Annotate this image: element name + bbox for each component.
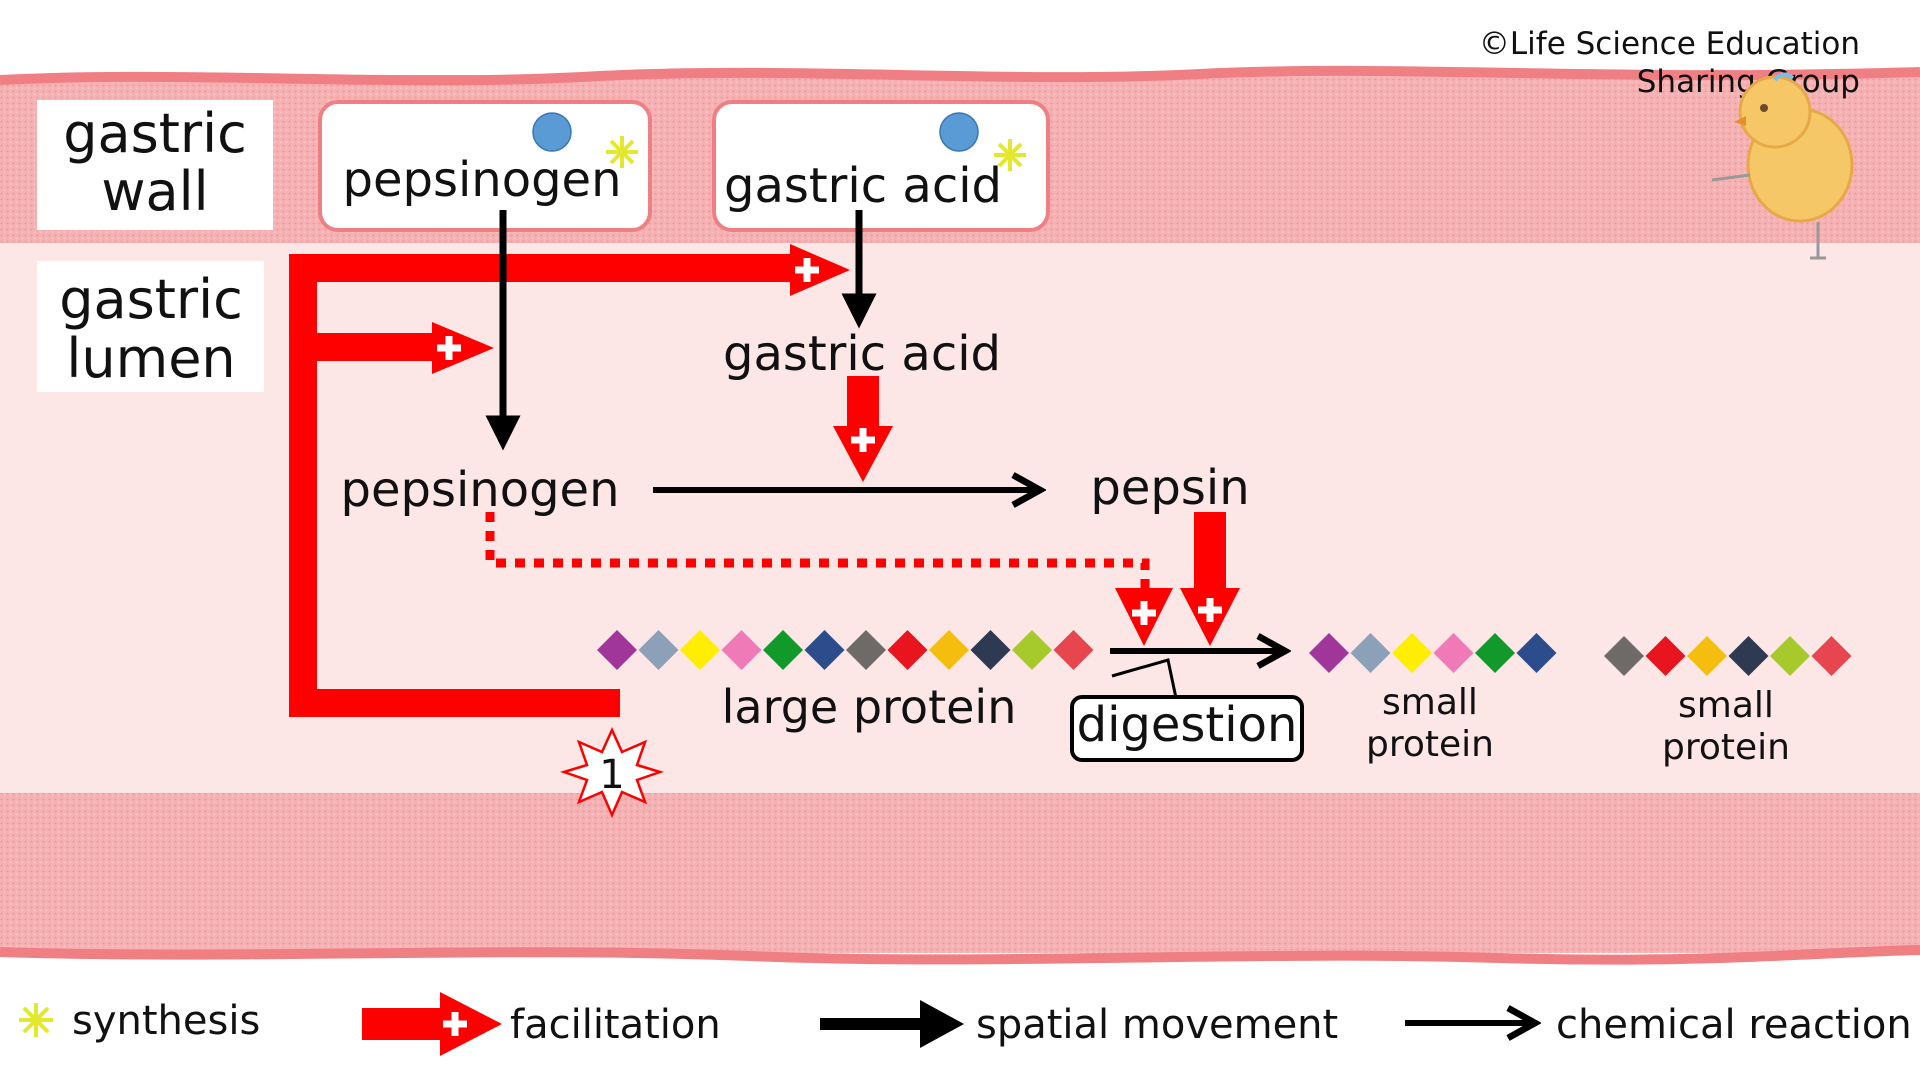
pepsin-facilitation-arrow: [1180, 512, 1240, 646]
secretory-cell-dot-icon: [939, 112, 979, 152]
amino-acid-diamond: [1770, 636, 1810, 676]
legend: synthesis facilitation spatial movement …: [19, 992, 1912, 1056]
amino-acid-diamond: [1309, 633, 1349, 673]
legend-spatial-movement-arrow-icon: [820, 1000, 964, 1048]
trigger-facilitation-bracket: [289, 254, 800, 717]
lumen-pepsin-label: pepsin: [1090, 460, 1249, 516]
amino-acid-diamond: [804, 630, 845, 670]
amino-acid-diamond: [680, 630, 720, 670]
amino-acid-diamond: [597, 630, 637, 670]
trigger-starburst-icon: 1: [559, 726, 665, 819]
gastric-wall-label-2: wall: [101, 160, 208, 223]
amino-acid-diamond: [1350, 633, 1391, 673]
digestion-label-box: [1070, 695, 1304, 762]
synthesis-star-icon: [606, 136, 638, 168]
amino-acid-diamond: [721, 630, 762, 670]
small-protein-2-label-2: protein: [1662, 727, 1790, 768]
amino-acid-diamond: [887, 630, 928, 670]
wall-gastric-acid-label: gastric acid: [724, 158, 1002, 214]
amino-acid-diamond: [1392, 633, 1432, 673]
wall-top-border: [0, 65, 1920, 86]
large-protein-label: large protein: [722, 680, 1017, 734]
gastric-wall-lower: [0, 793, 1920, 953]
gastric-lumen-label-1: gastric: [59, 268, 243, 331]
pepsinogen-facilitation-arrow: [1115, 588, 1173, 646]
facilitation-arrow-to-pepsinogen: [432, 322, 494, 374]
amino-acid-diamond: [1811, 636, 1852, 676]
small-protein-chain-2: [1604, 636, 1852, 676]
amino-acid-diamond: [1433, 633, 1474, 673]
wall-pepsinogen-label: pepsinogen: [342, 152, 621, 208]
small-protein-1-label-2: protein: [1366, 724, 1494, 765]
small-protein-2-label-1: small: [1678, 685, 1774, 726]
copyright-line-1: ©Life Science Education: [1479, 26, 1860, 62]
legend-chemical-reaction-label: chemical reaction: [1556, 1002, 1912, 1048]
legend-synthesis-icon: [19, 1003, 53, 1037]
amino-acid-diamond: [1728, 636, 1769, 676]
amino-acid-diamond: [1687, 636, 1727, 676]
legend-spatial-movement-label: spatial movement: [976, 1002, 1338, 1048]
amino-acid-diamond: [846, 630, 886, 670]
gastric-lumen-label-2: lumen: [66, 327, 235, 390]
trigger-number: 1: [599, 752, 624, 798]
secretory-cell-dot-icon: [532, 112, 572, 152]
large-protein-chain: [597, 630, 1094, 670]
lumen-pepsinogen-label: pepsinogen: [340, 462, 619, 518]
amino-acid-diamond: [929, 630, 969, 670]
amino-acid-diamond: [638, 630, 679, 670]
facilitation-arrow-to-gastric-acid: [790, 244, 850, 296]
amino-acid-diamond: [1012, 630, 1052, 670]
digestion-callout-pointer: [1111, 658, 1178, 699]
gastric-wall-label-box: [37, 100, 273, 230]
amino-acid-diamond: [1475, 633, 1515, 673]
amino-acid-diamond: [970, 630, 1011, 670]
amino-acid-diamond: [1516, 633, 1557, 673]
digestion-label: digestion: [1077, 697, 1298, 753]
pepsinogen-weak-facilitation-line: [485, 512, 1150, 588]
legend-facilitation-label: facilitation: [510, 1002, 721, 1048]
small-protein-chain-1: [1309, 633, 1557, 673]
lumen-gastric-acid-label: gastric acid: [723, 326, 1001, 382]
gastric-wall-label-1: gastric: [63, 102, 247, 165]
wall-bottom-border: [0, 945, 1920, 965]
amino-acid-diamond: [1645, 636, 1686, 676]
amino-acid-diamond: [763, 630, 803, 670]
amino-acid-diamond: [1604, 636, 1644, 676]
amino-acid-diamond: [1053, 630, 1094, 670]
gastric-lumen-label-box: [37, 261, 264, 392]
legend-synthesis-label: synthesis: [72, 998, 260, 1044]
synthesis-star-icon: [994, 139, 1026, 171]
legend-facilitation-arrow-icon: [362, 992, 502, 1056]
gastric-acid-facilitation-arrow: [833, 376, 893, 482]
chick-mascot-icon: [1711, 72, 1854, 260]
small-protein-1-label-1: small: [1382, 682, 1478, 723]
